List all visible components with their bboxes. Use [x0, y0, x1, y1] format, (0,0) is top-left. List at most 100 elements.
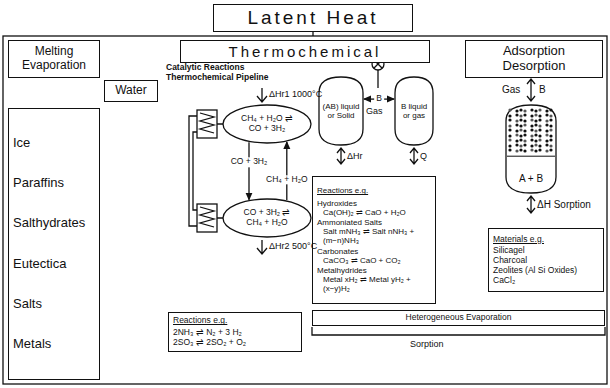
node-text: Silicagel: [493, 246, 525, 256]
note-text: Catalytic Reactions Thermochemical Pipel…: [166, 63, 276, 83]
granule: [519, 124, 522, 127]
temperature-label: ΔHr1 1000°C: [269, 89, 322, 99]
granule: [549, 144, 552, 147]
granule: [519, 144, 522, 147]
granule: [545, 143, 548, 146]
granule: [530, 138, 533, 141]
node-text: Melting Evaporation: [13, 45, 95, 73]
pipe-connector: [248, 142, 249, 199]
granule: [549, 138, 552, 141]
granule: [523, 133, 526, 136]
granule: [530, 118, 533, 121]
granule: [530, 108, 533, 111]
band-box: Heterogeneous Evaporation: [312, 310, 605, 326]
node-text: Eutectica: [13, 257, 66, 272]
granule: [549, 134, 552, 137]
granule: [508, 118, 511, 121]
granule: [549, 114, 552, 117]
granule: [538, 118, 541, 121]
granule: [515, 143, 518, 146]
granule: [549, 118, 552, 121]
granule: [523, 143, 526, 146]
node-text: Reactions e.g.: [173, 316, 227, 326]
fill-level: [507, 156, 555, 157]
granule: [508, 134, 511, 137]
granule: [519, 128, 522, 131]
node-text: Latent Heat: [247, 7, 378, 29]
granule: [549, 148, 552, 151]
node-text: Ice: [13, 136, 30, 151]
heat-label: Q: [420, 151, 427, 161]
node-text: CaCl₂: [493, 276, 515, 286]
category-box: Thermochemical: [180, 40, 430, 63]
node-text: Metal xH₂ ⇌ Metal yH₂ + (x−y)H₂: [317, 275, 431, 293]
outer-frame: [3, 36, 607, 384]
granule: [534, 133, 537, 136]
granule: [545, 149, 548, 152]
granule: [530, 134, 533, 137]
granule: [538, 114, 541, 117]
granule: [515, 149, 518, 152]
node-text: Reactions e.g.: [317, 186, 368, 195]
node-text: Charcoal: [493, 256, 527, 266]
granule: [530, 144, 533, 147]
node-text: Water: [115, 84, 147, 98]
granule: [545, 113, 548, 116]
category-box: Melting Evaporation: [8, 40, 100, 78]
granule: [530, 128, 533, 131]
granule: [519, 114, 522, 117]
granule: [515, 133, 518, 136]
node-text: CH₄ + H₂O ⇌ CO + 3H₂: [236, 114, 298, 134]
category-box: Adsorption Desorption: [465, 40, 603, 78]
vessel-shape: (AB) liquid or Solid: [318, 76, 364, 146]
granule: [538, 134, 541, 137]
node-text: A + B: [519, 173, 543, 185]
node-text: Adsorption Desorption: [470, 44, 598, 74]
node-text: Zeolites (Al Si Oxides): [493, 266, 577, 276]
reaction-box: Reactions e.g. 2NH₃ ⇌ N₂ + 3 H₂2SO₃ ⇌ 2SO…: [168, 312, 302, 352]
granule: [508, 124, 511, 127]
granule: [534, 119, 537, 122]
granule: [523, 123, 526, 126]
node-text: Ca(OH)₂ ⇌ CaO + H₂O: [317, 208, 406, 217]
granule: [519, 118, 522, 121]
node-text: Heterogeneous Evaporation: [406, 313, 512, 323]
granule: [534, 149, 537, 152]
granule: [538, 124, 541, 127]
node-text: Ammoniated Salts: [317, 218, 382, 227]
edge-label: CH₄ + H₂O: [264, 175, 309, 184]
granule: [523, 109, 526, 112]
granule: [523, 149, 526, 152]
granule: [530, 124, 533, 127]
granule: [530, 114, 533, 117]
node-text: Materials e.g.: [493, 235, 544, 245]
node-text: Salts: [13, 297, 42, 312]
node-text: Thermochemical: [229, 43, 382, 60]
heat-exchanger: [189, 110, 226, 232]
node-text: Metals: [13, 337, 51, 352]
material-list-box: IceParaffinsSalthydratesEutecticaSaltsMe…: [8, 108, 100, 380]
gas-label: B: [539, 84, 546, 96]
granule: [508, 144, 511, 147]
pipe-connector: [286, 142, 287, 200]
node-text: Carbonates: [317, 247, 358, 256]
heat-label: ΔH Sorption: [537, 199, 591, 211]
node-text: 2NH₃ ⇌ N₂ + 3 H₂: [173, 328, 242, 338]
granule: [519, 108, 522, 111]
granule: [519, 148, 522, 151]
granular-fill: [508, 108, 552, 152]
heat-label: ΔHr: [347, 151, 363, 161]
vessel-outline: [395, 77, 433, 145]
granule: [534, 143, 537, 146]
granule: [508, 148, 511, 151]
node-text: 2SO₃ ⇌ 2SO₂ + O₂: [173, 338, 246, 348]
adsorber-vessel: A + B: [505, 104, 557, 194]
gas-label: Gas: [366, 106, 383, 116]
node-text: Salt mNH₃ ⇌ Salt nNH₃ + (m−n)NH₃: [317, 227, 431, 245]
granule: [534, 109, 537, 112]
title-box: Latent Heat: [213, 4, 413, 32]
node-text: Paraffins: [13, 176, 64, 191]
granule: [515, 123, 518, 126]
reactor-oval: CO + 3H₂ ⇌ CH₄ + H₂O: [222, 198, 312, 238]
reaction-box: Reactions e.g.HydroxidesCa(OH)₂ ⇌ CaO + …: [312, 176, 436, 304]
